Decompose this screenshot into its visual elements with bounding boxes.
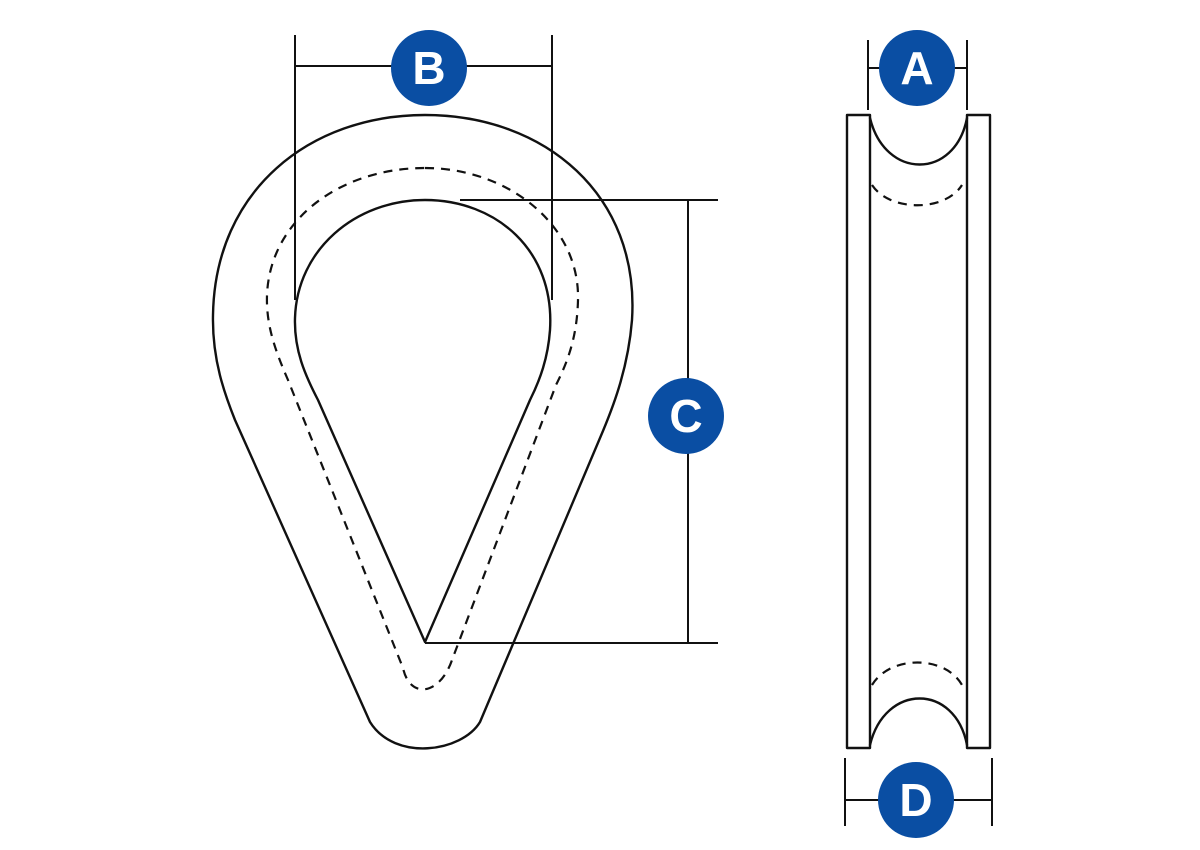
thimble-front-view — [211, 113, 634, 750]
thimble-outer-outline — [211, 113, 634, 750]
dimension-c: C — [425, 199, 724, 644]
side-top-groove — [868, 116, 969, 166]
side-top-groove-hidden — [871, 184, 963, 207]
dimension-b-label: B — [412, 42, 445, 94]
side-left-flange — [845, 113, 872, 750]
dimension-a: A — [867, 30, 968, 110]
dimension-b: B — [294, 30, 553, 300]
thimble-groove-hidden-line — [265, 166, 580, 691]
dimension-a-label: A — [900, 42, 933, 94]
dimension-d-badge — [878, 762, 954, 838]
side-bottom-groove — [868, 697, 969, 747]
dimension-c-badge — [648, 378, 724, 454]
dimension-c-label: C — [669, 390, 702, 442]
dimension-d: D — [844, 758, 993, 838]
side-bottom-groove-hidden — [871, 661, 963, 686]
side-right-flange — [965, 113, 992, 750]
thimble-side-view — [845, 113, 992, 750]
thimble-inner-eye-outline — [293, 198, 552, 644]
dimension-d-label: D — [899, 774, 932, 826]
dimension-b-badge — [391, 30, 467, 106]
dimension-a-badge — [879, 30, 955, 106]
